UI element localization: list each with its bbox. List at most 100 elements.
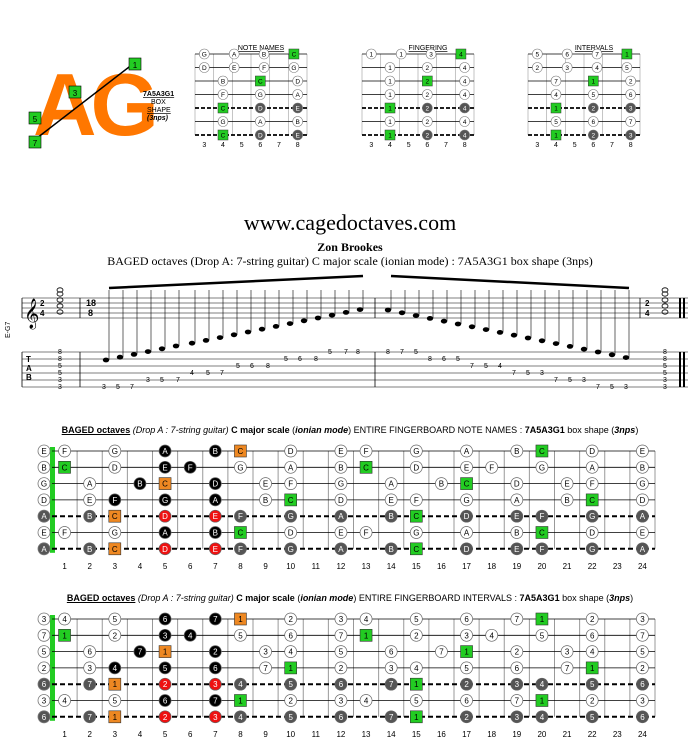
svg-text:6: 6	[629, 92, 633, 99]
mini-note: E	[292, 129, 303, 141]
svg-text:7: 7	[87, 680, 92, 689]
fret-note: B	[133, 477, 147, 490]
tab-number: 7	[344, 349, 348, 356]
tab-number: 5	[328, 349, 332, 356]
svg-text:6: 6	[213, 664, 218, 673]
tab-number: 5	[526, 370, 530, 377]
fret-note: G	[158, 493, 172, 507]
tab-number: 3	[663, 377, 667, 384]
fret-note: F	[409, 493, 423, 507]
svg-text:6: 6	[640, 713, 645, 722]
svg-text:6: 6	[42, 680, 47, 689]
mini-note: D	[255, 102, 266, 114]
fret-note: 7	[384, 677, 398, 691]
score-note	[524, 335, 532, 341]
svg-text:2: 2	[163, 680, 168, 689]
fret-note: 6	[208, 661, 222, 675]
svg-text:F: F	[238, 512, 243, 521]
fret-note: B	[83, 542, 97, 556]
open-string-note: E	[37, 526, 51, 539]
fret-note: F	[58, 526, 71, 539]
svg-text:7: 7	[389, 713, 394, 722]
tab-number: 4	[498, 363, 502, 370]
mini-note: 1	[550, 129, 562, 141]
fret-note: 6	[158, 694, 172, 707]
svg-text:1: 1	[590, 664, 595, 673]
svg-text:4: 4	[540, 713, 545, 722]
svg-text:1: 1	[414, 713, 419, 722]
mini-note: E	[228, 62, 240, 73]
svg-text:4: 4	[463, 92, 467, 99]
score-note	[116, 354, 124, 360]
svg-text:A: A	[389, 480, 395, 489]
score-note	[342, 310, 350, 315]
time-sig-start: 2	[40, 299, 45, 308]
svg-text:1: 1	[238, 697, 243, 706]
mini-note: 4	[459, 75, 470, 87]
svg-text:E: E	[338, 529, 343, 538]
svg-text:3: 3	[87, 664, 92, 673]
svg-text:F: F	[221, 92, 225, 99]
fret-number: 5	[163, 730, 168, 739]
svg-text:3: 3	[429, 52, 433, 59]
mini-note: 1	[550, 102, 562, 114]
tab-number: 5	[58, 370, 62, 377]
svg-text:1: 1	[540, 615, 545, 624]
svg-text:4: 4	[62, 615, 67, 624]
fret-note: C	[585, 493, 599, 507]
fret-note: 2	[460, 710, 473, 724]
fret-note: E	[636, 526, 649, 539]
svg-text:5: 5	[238, 631, 243, 640]
svg-text:2: 2	[213, 648, 218, 657]
svg-text:4: 4	[414, 664, 419, 673]
svg-text:6: 6	[515, 664, 520, 673]
open-string-note: 6	[37, 710, 51, 724]
fret-number: 10	[286, 562, 295, 571]
svg-text:D: D	[413, 463, 419, 472]
fret-note: 2	[460, 677, 473, 691]
score-note	[158, 346, 166, 352]
fret-note: 5	[108, 694, 122, 707]
svg-text:E: E	[389, 496, 394, 505]
fret-note: 6	[460, 694, 473, 707]
fret-note: 5	[585, 710, 599, 724]
svg-text:6: 6	[42, 713, 47, 722]
mini-fret-number: 4	[554, 142, 558, 149]
open-string-note: 3	[37, 612, 51, 626]
svg-text:C: C	[288, 496, 294, 505]
fret-note: 4	[535, 710, 549, 724]
svg-text:6: 6	[565, 52, 569, 59]
svg-text:1: 1	[163, 648, 168, 657]
fret-note: 6	[334, 677, 348, 691]
fret-number: 13	[362, 730, 371, 739]
logo-shape-label: SHAPE	[147, 107, 171, 114]
fret-note: 5	[234, 628, 247, 642]
fret-note: E	[334, 526, 348, 539]
mini-note: D	[292, 75, 303, 87]
svg-text:C: C	[112, 545, 118, 554]
svg-text:2: 2	[590, 615, 595, 624]
tab-number: 8	[428, 356, 432, 363]
svg-text:G: G	[112, 447, 118, 456]
fret-note: 1	[108, 677, 122, 691]
fret-note: C	[234, 444, 247, 458]
svg-text:A: A	[41, 545, 47, 554]
tab-label: T	[26, 355, 31, 364]
fret-note: G	[234, 460, 247, 474]
svg-text:4: 4	[62, 697, 67, 706]
fret-number: 8	[238, 730, 243, 739]
fret-note: G	[284, 509, 298, 523]
tab-label: B	[26, 373, 32, 382]
mini-note: 2	[532, 62, 543, 73]
score-note	[398, 310, 406, 316]
score-note	[130, 352, 138, 357]
svg-text:G: G	[202, 52, 207, 59]
tab-number: 7	[512, 370, 516, 377]
svg-text:3: 3	[389, 664, 394, 673]
svg-text:4: 4	[645, 309, 650, 318]
score-note	[102, 357, 110, 363]
svg-text:4: 4	[364, 697, 369, 706]
svg-text:A: A	[258, 119, 263, 126]
